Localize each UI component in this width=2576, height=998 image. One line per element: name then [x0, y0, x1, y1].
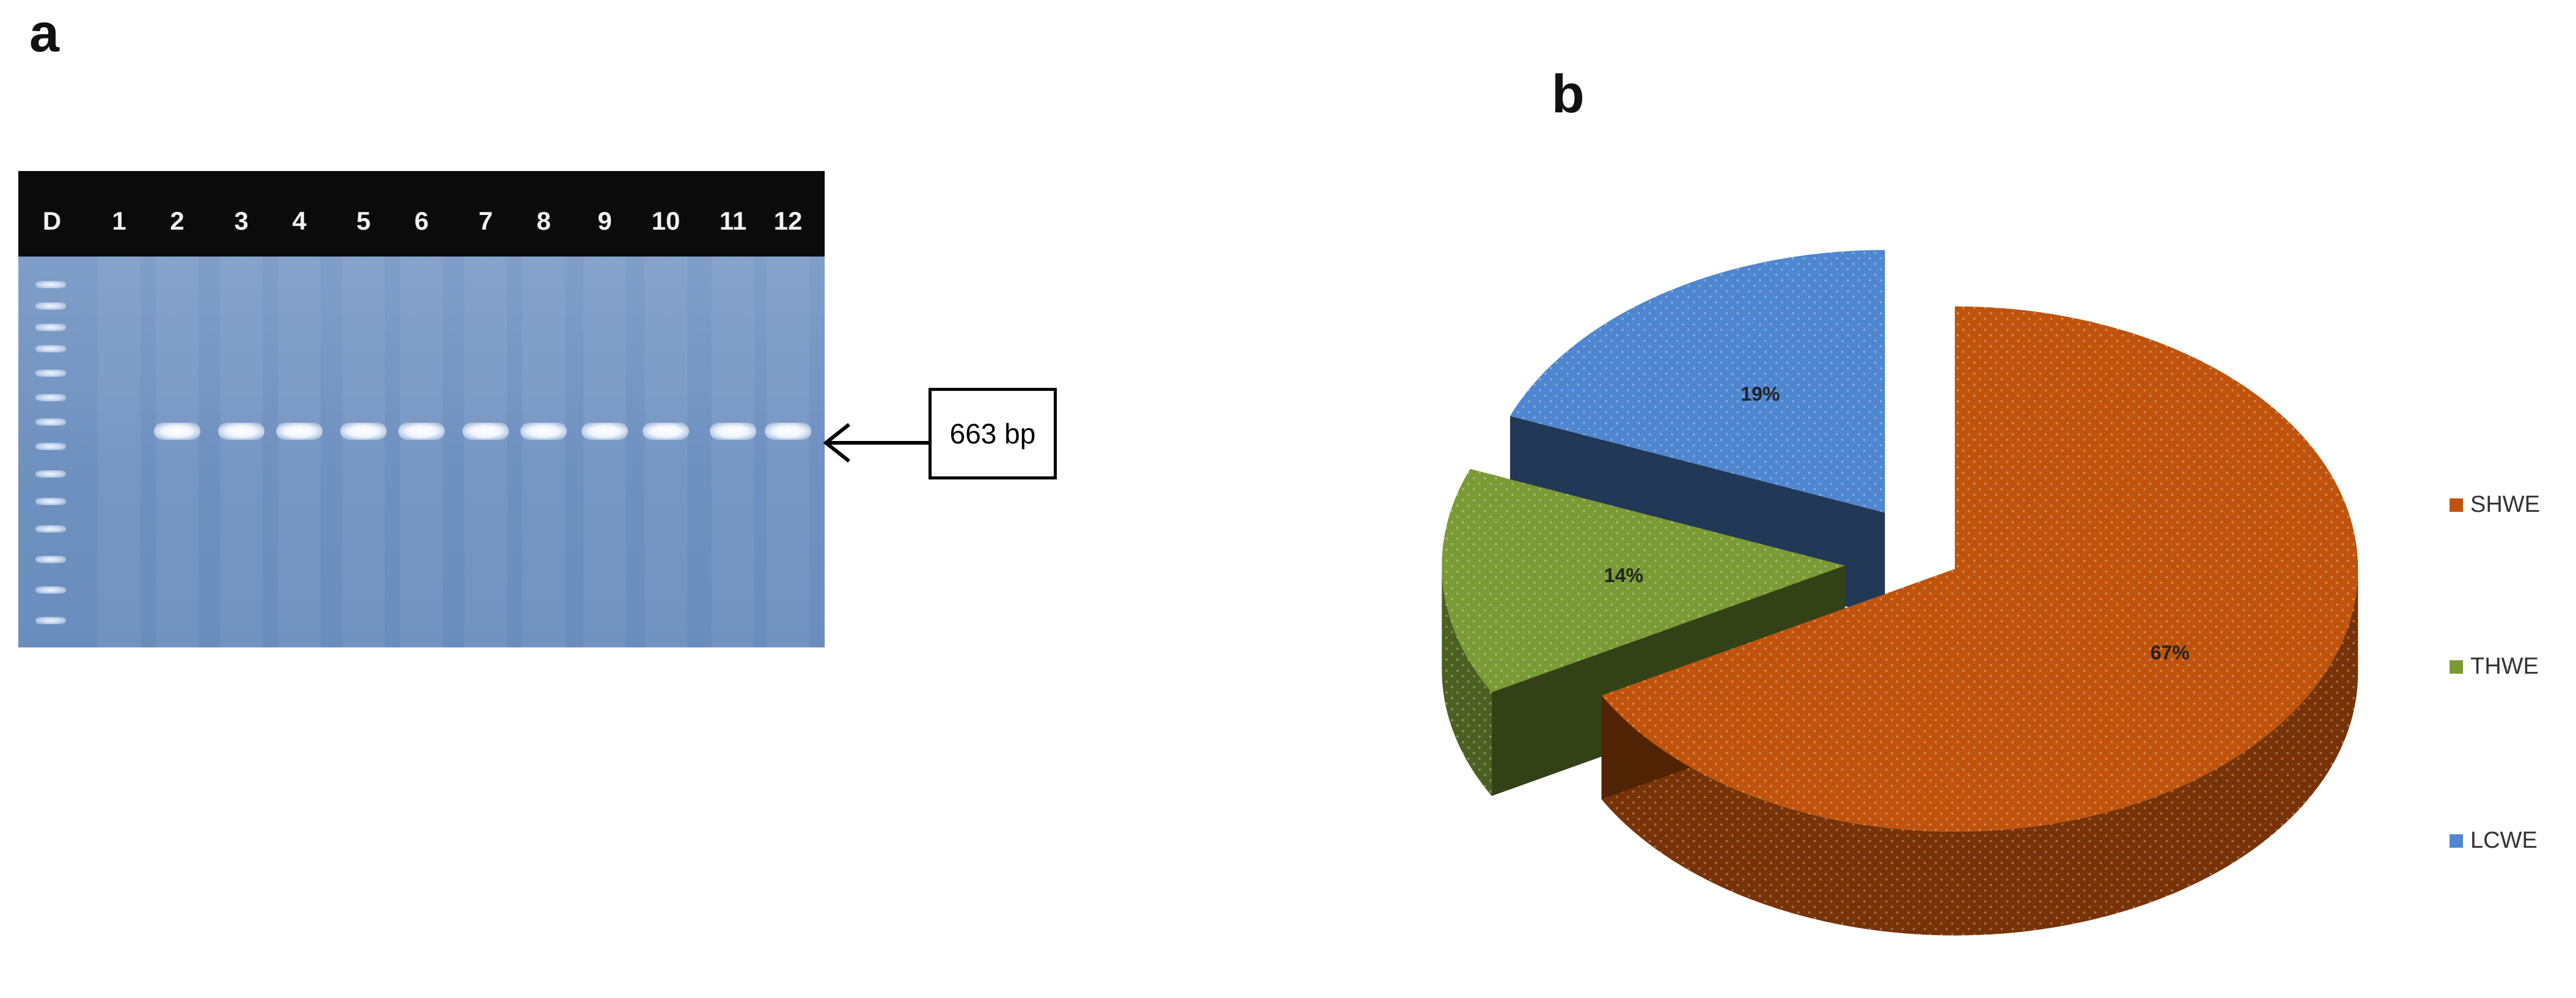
dna-band — [276, 423, 323, 440]
lane-streak — [220, 257, 263, 647]
lane-label: 12 — [773, 206, 803, 235]
ladder-band — [35, 302, 66, 310]
lane-streak — [522, 257, 565, 647]
pie-slice-label-shwe: 67% — [2150, 641, 2189, 663]
legend-swatch-lcwe — [2450, 834, 2463, 848]
ladder-band — [35, 617, 66, 624]
legend-label-shwe: SHWE — [2470, 492, 2540, 517]
dna-band — [218, 423, 265, 440]
lane-streak — [156, 257, 199, 647]
lane-label: 4 — [292, 206, 307, 235]
dna-band — [520, 423, 567, 440]
lane-label: 9 — [597, 206, 612, 235]
legend-label-lcwe: LCWE — [2470, 828, 2538, 853]
legend-label-thwe: THWE — [2470, 654, 2539, 679]
lane-streak — [400, 257, 443, 647]
lane-label: 7 — [478, 206, 493, 235]
lane-label: 8 — [536, 206, 551, 235]
legend-item-thwe: THWE — [2450, 654, 2539, 680]
dna-band — [765, 423, 811, 440]
dna-band — [340, 423, 387, 440]
band-size-label: 663 bp — [929, 388, 1057, 479]
lane-label: 6 — [414, 206, 429, 235]
dna-band — [398, 423, 445, 440]
lane-streak — [767, 257, 809, 647]
pie-slice-wall-texture — [1601, 569, 2359, 936]
pie-chart: 19% 14% 67% — [1442, 250, 2359, 936]
panel-b-label: b — [1552, 64, 1585, 124]
ladder-band — [35, 498, 66, 505]
lane-streak — [342, 257, 385, 647]
ladder-band — [35, 586, 66, 594]
panel-a-label: a — [29, 2, 59, 63]
ladder-band — [35, 443, 66, 450]
pie-slice-top-texture — [1510, 250, 1885, 513]
lane-streak — [644, 257, 687, 647]
lane-label: 5 — [356, 206, 371, 235]
ladder-band — [35, 324, 66, 331]
pie-slice-wall-texture — [1442, 566, 1492, 796]
lane-streak — [98, 257, 140, 647]
ladder-band — [35, 556, 66, 563]
lane-label: 2 — [170, 206, 184, 235]
ladder-band — [35, 525, 66, 533]
ladder-band — [35, 370, 66, 377]
dna-band — [710, 423, 756, 440]
pie-slice-top-texture — [1601, 306, 2359, 832]
lane-label: D — [42, 206, 62, 235]
legend-swatch-shwe — [2450, 498, 2463, 512]
lane-streak — [278, 257, 321, 647]
lane-label: 3 — [234, 206, 249, 235]
gel-body — [18, 257, 825, 647]
pie-slice-shwe: 67% — [1601, 306, 2359, 936]
legend-item-shwe: SHWE — [2450, 492, 2540, 518]
lane-streak — [464, 257, 507, 647]
lane-streak — [583, 257, 626, 647]
pie-slice-label-thwe: 14% — [1604, 564, 1643, 586]
dna-band — [154, 423, 200, 440]
ladder-band — [35, 470, 66, 478]
pie-slice-label-lcwe: 19% — [1741, 383, 1780, 405]
ladder-band — [35, 394, 66, 401]
ladder-band — [35, 345, 66, 352]
dna-band — [462, 423, 509, 440]
ladder-band — [35, 418, 66, 426]
arrow-icon — [823, 423, 929, 463]
lane-label: 11 — [719, 206, 747, 235]
pie-slice-top-texture — [1442, 468, 1845, 693]
dna-band — [582, 423, 628, 440]
lane-label: 10 — [651, 206, 680, 235]
lane-label: 1 — [112, 206, 126, 235]
dna-band — [643, 423, 689, 440]
legend-item-lcwe: LCWE — [2450, 828, 2538, 854]
lane-streak — [712, 257, 754, 647]
ladder-band — [35, 281, 66, 288]
legend-swatch-thwe — [2450, 660, 2463, 674]
